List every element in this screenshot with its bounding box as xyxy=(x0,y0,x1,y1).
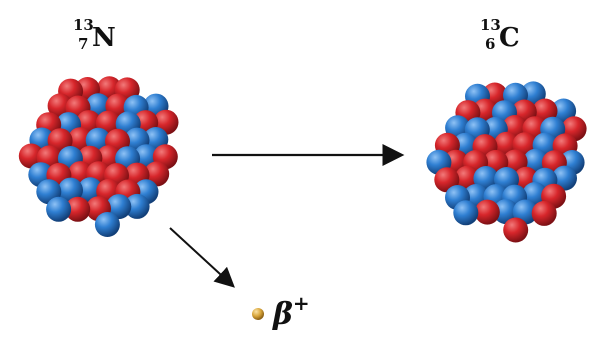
daughter-atomic-number: 6 xyxy=(485,35,495,53)
parent-atomic-number: 7 xyxy=(78,35,88,53)
neutron xyxy=(552,165,577,191)
neutron xyxy=(77,177,103,203)
beta-symbol: β xyxy=(272,297,293,332)
beta-charge: + xyxy=(293,291,310,315)
proton xyxy=(503,217,529,243)
neutron xyxy=(94,212,120,237)
proton xyxy=(67,127,93,153)
neutron xyxy=(124,193,150,219)
proton xyxy=(65,196,91,222)
parent-element-symbol: N xyxy=(92,23,116,53)
daughter-element-symbol: C xyxy=(499,23,520,53)
proton xyxy=(531,200,557,226)
daughter-isotope-label: 13 6 C xyxy=(480,16,520,53)
neutron xyxy=(453,200,479,226)
parent-nucleus xyxy=(18,76,179,237)
emission-arrow xyxy=(169,227,235,288)
daughter-nucleus xyxy=(426,81,587,243)
positron-particle xyxy=(252,308,264,320)
proton xyxy=(474,199,500,225)
daughter-mass-number: 13 xyxy=(480,16,501,34)
neutron xyxy=(46,196,72,222)
parent-mass-number: 13 xyxy=(73,16,94,34)
neutron xyxy=(106,194,132,220)
neutron xyxy=(58,177,83,203)
parent-isotope-label: 13 7 N xyxy=(73,16,116,53)
neutron xyxy=(493,199,519,225)
beta-plus-label: β+ xyxy=(272,291,310,332)
